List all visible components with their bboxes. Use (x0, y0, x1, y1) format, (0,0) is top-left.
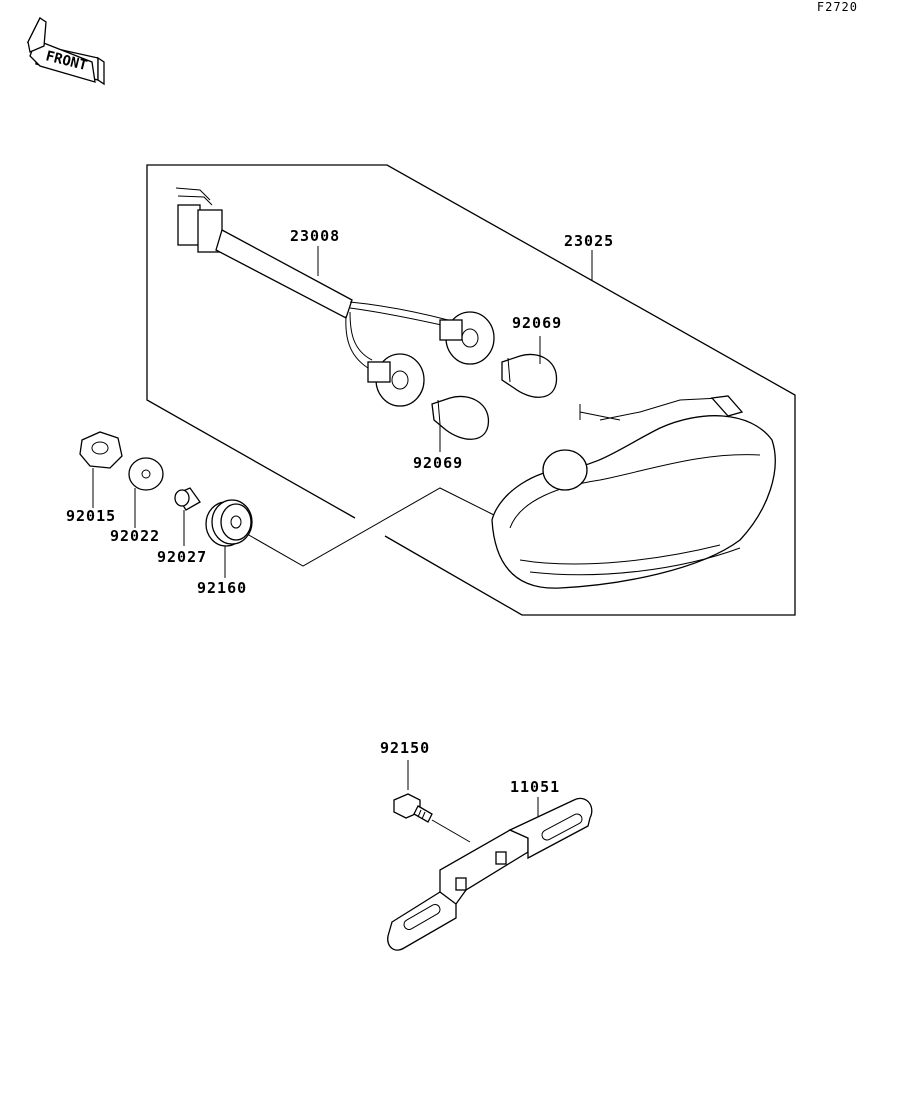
part-92027[interactable]: 92027 (157, 548, 208, 566)
part-92150[interactable]: 92150 (380, 739, 431, 757)
collar-92027 (174, 487, 201, 511)
bolt-92150 (393, 793, 471, 843)
part-92160[interactable]: 92160 (197, 579, 248, 597)
grommet-leader-line (239, 487, 501, 567)
bracket-11051 (387, 797, 593, 951)
wiring-harness-23008 (175, 187, 495, 407)
washer-92022 (128, 457, 164, 491)
grommet-92160 (205, 499, 253, 547)
nut-92015 (79, 431, 123, 469)
part-23025[interactable]: 23025 (564, 232, 615, 250)
part-92069-upper[interactable]: 92069 (512, 314, 563, 332)
part-23008[interactable]: 23008 (290, 227, 341, 245)
front-arrow-icon: FRONT (26, 16, 105, 86)
part-92015[interactable]: 92015 (66, 507, 117, 525)
bulb-92069-lower (431, 395, 490, 440)
bulb-92069-upper (501, 353, 558, 398)
figure-code: F2720 (816, 0, 858, 14)
assembly-outline (146, 164, 796, 616)
tail-lamp-lens (491, 395, 776, 589)
part-92022[interactable]: 92022 (110, 527, 161, 545)
part-92069-lower[interactable]: 92069 (413, 454, 464, 472)
part-11051[interactable]: 11051 (510, 778, 561, 796)
